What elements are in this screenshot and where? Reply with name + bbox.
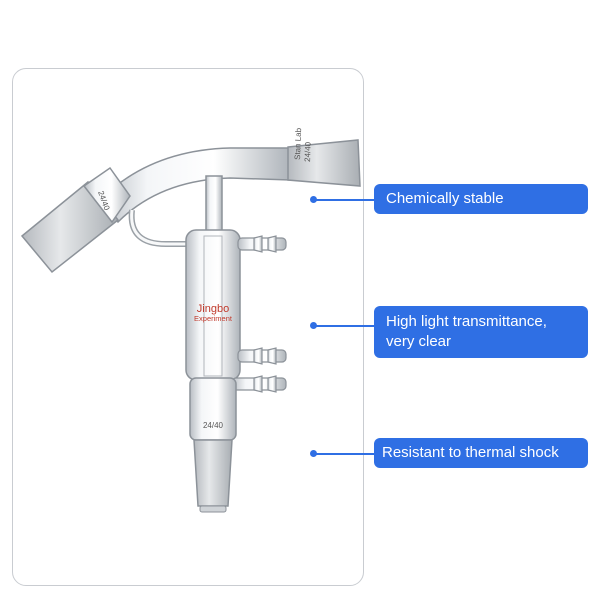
- callout-thermal-shock: Resistant to thermal shock: [374, 438, 588, 468]
- bottom-joint-label: 24/40: [203, 421, 224, 430]
- callout-1-text: Chemically stable: [386, 190, 504, 207]
- callout-1-line: [316, 199, 374, 201]
- callout-3-line: [316, 453, 374, 455]
- hose-barb-middle: [237, 347, 287, 365]
- top-joint-label: 24/40: [303, 141, 313, 162]
- callout-1-dot: [310, 196, 317, 203]
- callout-chemically-stable: Chemically stable: [374, 184, 588, 214]
- callout-2-text: High light transmittance, very clear: [386, 313, 547, 350]
- callout-2-line: [316, 325, 374, 327]
- callout-3-text: Resistant to thermal shock: [382, 444, 559, 461]
- lower-body: [189, 377, 237, 441]
- bottom-joint: [193, 439, 233, 507]
- callout-2-dot: [310, 322, 317, 329]
- left-joint: [20, 180, 120, 274]
- stem: [205, 175, 223, 233]
- top-joint: [287, 139, 361, 187]
- maker-mark: Stan Lab: [293, 127, 303, 160]
- brand-subtitle: Experiment: [194, 314, 233, 323]
- hose-barb-lower: [231, 375, 287, 393]
- top-arm: [98, 147, 291, 224]
- callout-light-transmittance: High light transmittance, very clear: [374, 306, 588, 358]
- hose-barb-upper: [237, 235, 287, 253]
- callout-3-dot: [310, 450, 317, 457]
- brand-name: Jingbo: [197, 303, 229, 315]
- left-neck: [82, 166, 131, 224]
